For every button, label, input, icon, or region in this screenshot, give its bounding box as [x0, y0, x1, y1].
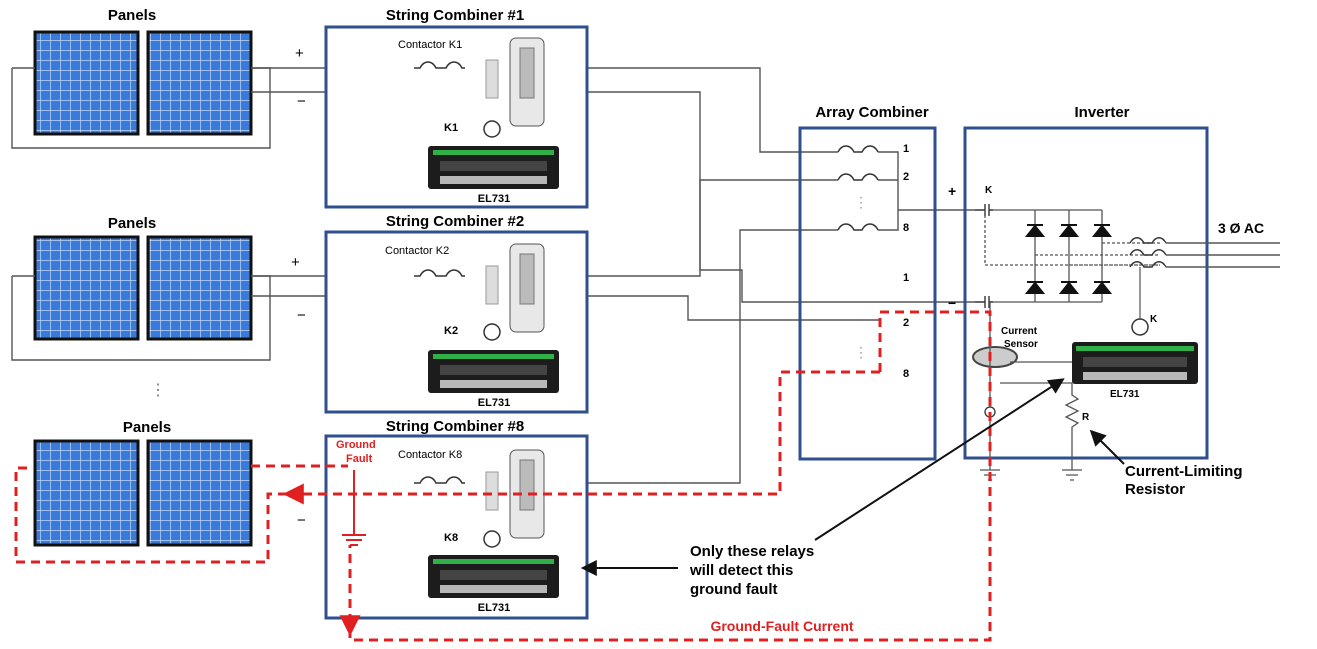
- solar-panel: [33, 235, 140, 341]
- inputs-ellipsis: ⋮: [854, 344, 868, 360]
- note-text: ground fault: [690, 581, 777, 598]
- relay-coil-label: K8: [444, 532, 458, 544]
- contactor-k-label: K: [985, 185, 993, 196]
- solar-panel: [146, 439, 253, 547]
- current-sensor-icon: [972, 346, 1018, 368]
- panel-group-3: Panels −: [33, 419, 306, 547]
- input-number: 1: [903, 272, 909, 284]
- string-combiner-title: String Combiner #2: [386, 213, 524, 230]
- ground-fault-label: Ground: [336, 439, 376, 451]
- coil-k-label: K: [1150, 314, 1158, 325]
- inverter: Inverter + − K 3 Ø AC K: [948, 104, 1280, 481]
- note-arrow-right: [814, 378, 1065, 541]
- resistor-icon: [1000, 382, 1082, 481]
- relay-model-label: EL731: [478, 397, 510, 409]
- string-combiner-2: String Combiner #2 Contactor K2 K2 EL731: [324, 213, 589, 414]
- panel-group-2: Panels + −: [33, 215, 306, 341]
- relay-coil-label: K2: [444, 325, 458, 337]
- contactor-contact-icon: [975, 296, 993, 308]
- ground-icon: [342, 470, 366, 546]
- negative-terminal-label: −: [297, 512, 306, 529]
- input-number: 1: [903, 143, 909, 155]
- negative-terminal-label: −: [297, 93, 306, 110]
- panel-group-label: Panels: [108, 215, 156, 232]
- ac-fuses: [1129, 237, 1280, 268]
- diode-icons: [1024, 224, 1113, 294]
- fuse-icon: [414, 61, 465, 69]
- relay-coil-icon: [483, 323, 501, 341]
- ac-output-label: 3 Ø AC: [1218, 220, 1264, 236]
- relay-coil-icon: [483, 530, 501, 548]
- string-combiner-title: String Combiner #8: [386, 418, 524, 435]
- input-number: 8: [903, 222, 909, 234]
- ground-fault-path: [14, 310, 992, 642]
- negative-terminal-label: −: [297, 307, 306, 324]
- fuse-icon: [414, 269, 465, 277]
- contactor-label: Contactor K2: [385, 245, 449, 257]
- negative-label: −: [948, 295, 956, 311]
- solar-panel: [146, 235, 253, 341]
- string-combiner-title: String Combiner #1: [386, 7, 524, 24]
- positive-terminal-label: +: [291, 254, 300, 271]
- diode-bridge: [984, 209, 1160, 303]
- solar-panel: [33, 439, 140, 547]
- resistor-r-label: R: [1082, 412, 1090, 423]
- ground-fault-label: Fault: [346, 453, 373, 465]
- fuse-icon: [837, 145, 879, 153]
- inverter-box: [963, 126, 1209, 460]
- relay-model-label: EL731: [478, 193, 510, 205]
- inverter-title: Inverter: [1074, 104, 1129, 121]
- note-text: Only these relays: [690, 543, 814, 560]
- array-combiner-title: Array Combiner: [815, 104, 929, 121]
- relay-coil-label: K1: [444, 122, 458, 134]
- relay-coil-icon: [483, 120, 501, 138]
- input-number: 2: [903, 171, 909, 183]
- panel-group-1: Panels + −: [33, 7, 306, 136]
- positive-label: +: [948, 183, 956, 199]
- array-combiner: Array Combiner 1 2 8 ⋮ 1 2 8 ⋮: [798, 104, 937, 461]
- panel-group-label: Panels: [123, 419, 171, 436]
- fuse-icon: [837, 223, 879, 231]
- inputs-ellipsis: ⋮: [854, 194, 868, 210]
- current-limiting-resistor-label: Resistor: [1125, 481, 1185, 498]
- resistor-pointer-arrow: [1089, 429, 1125, 465]
- relay-coil-icon: [1131, 318, 1149, 336]
- fuse-icon: [837, 173, 879, 181]
- relay-model-label: EL731: [1110, 389, 1140, 400]
- contactor-label: Contactor K8: [398, 449, 462, 461]
- solar-panel: [146, 30, 253, 136]
- string-combiner-8: String Combiner #8 Contactor K8 K8 EL731…: [324, 418, 589, 620]
- current-limiting-resistor-label: Current-Limiting: [1125, 463, 1243, 480]
- solar-panel: [33, 30, 140, 136]
- array-combiner-box: [798, 126, 937, 461]
- fuse-icon: [414, 476, 465, 484]
- note-text: will detect this: [689, 562, 793, 579]
- input-number: 8: [903, 368, 909, 380]
- positive-terminal-label: +: [295, 45, 304, 62]
- contactor-contact-icon: [975, 204, 993, 216]
- current-sensor-label: Current: [1001, 326, 1038, 337]
- string-combiner-1: String Combiner #1 Contactor K1 K1 EL731: [324, 7, 589, 209]
- input-number: 2: [903, 317, 909, 329]
- relay-model-label: EL731: [478, 602, 510, 614]
- panel-group-label: Panels: [108, 7, 156, 24]
- contactor-label: Contactor K1: [398, 39, 462, 51]
- current-sensor-label: Sensor: [1004, 339, 1038, 350]
- ground-fault-current-label: Ground-Fault Current: [710, 618, 853, 634]
- panels-ellipsis: ⋮: [150, 382, 166, 399]
